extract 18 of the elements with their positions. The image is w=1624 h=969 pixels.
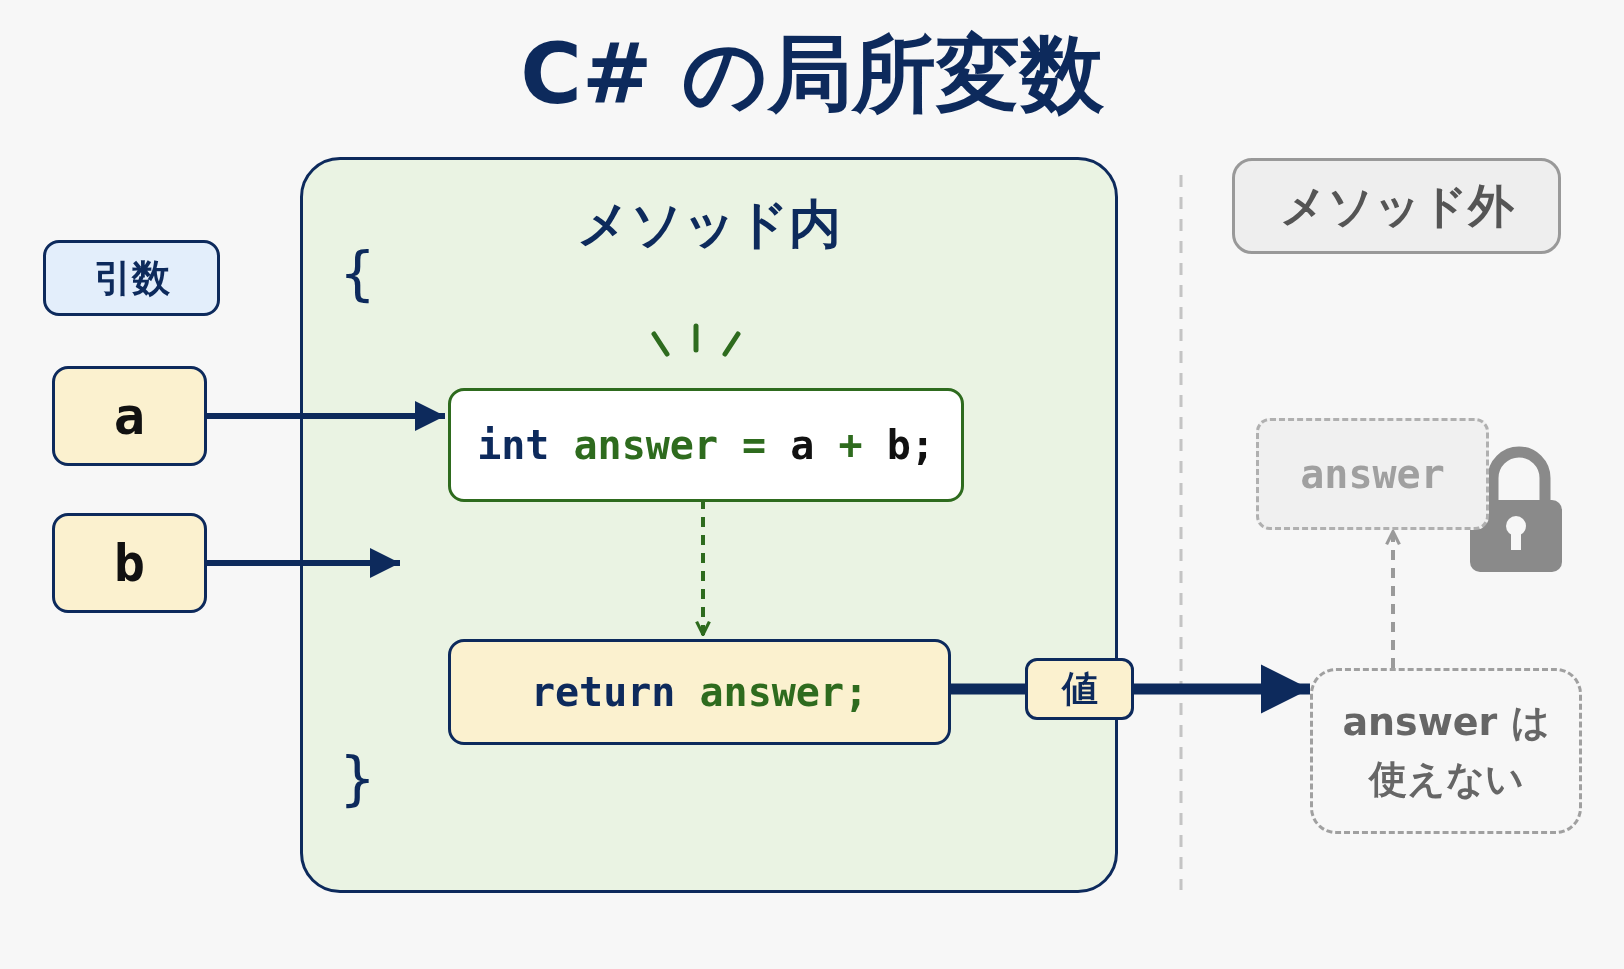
note-box: answer は使えない — [1310, 668, 1582, 834]
code-box: int answer = a + b; — [448, 388, 964, 502]
arrow — [695, 499, 711, 636]
variable-box: b — [52, 513, 207, 613]
brace: } — [340, 745, 375, 813]
edge-label: 値 — [1025, 658, 1134, 720]
outside-tag: メソッド外 — [1232, 158, 1561, 254]
title: C# の局所変数 — [520, 25, 1104, 123]
code-box: return answer; — [448, 639, 951, 745]
parameter-tag: 引数 — [43, 240, 220, 316]
arrow — [207, 548, 400, 578]
variable-box: a — [52, 366, 207, 466]
brace: { — [340, 240, 375, 308]
variable-box: answer — [1256, 418, 1489, 530]
arrow — [207, 401, 445, 431]
method-panel — [300, 157, 1118, 893]
arrow — [1385, 530, 1401, 668]
panel-heading: メソッド内 — [577, 194, 841, 254]
